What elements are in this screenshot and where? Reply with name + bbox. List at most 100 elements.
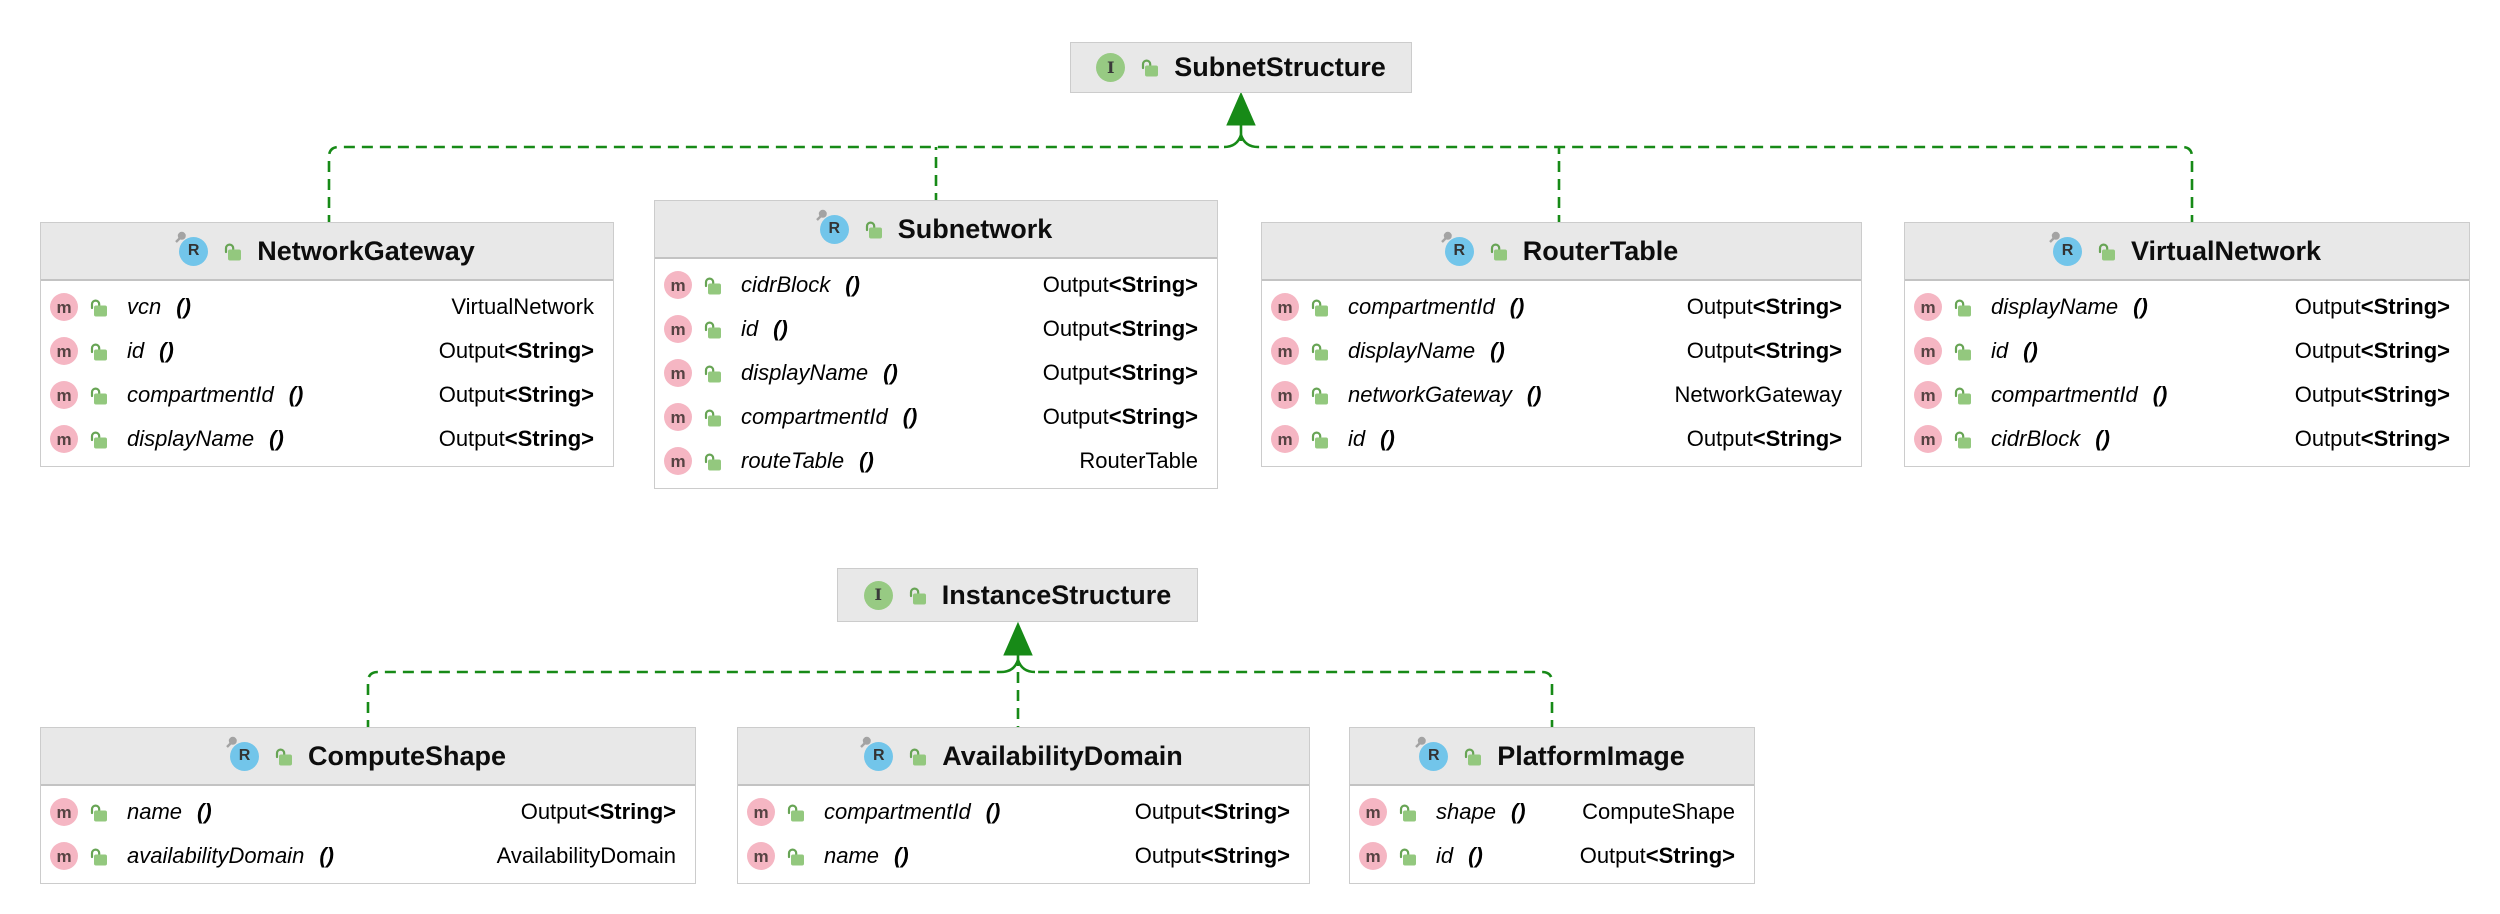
unlocked-icon (865, 221, 882, 238)
interface-instancestructure[interactable]: I InstanceStructure (837, 568, 1198, 622)
member-row[interactable]: m availabilityDomain () AvailabilityDoma… (41, 834, 695, 878)
class-header[interactable]: R NetworkGateway (41, 223, 613, 281)
method-icon: m (50, 337, 78, 365)
member-type: RouterTable (1079, 448, 1198, 473)
class-header[interactable]: R RouterTable (1262, 223, 1861, 281)
member-type: ComputeShape (1582, 799, 1735, 824)
member-name: name (824, 843, 880, 868)
member-type: NetworkGateway (1674, 382, 1842, 407)
member-row[interactable]: m compartmentId () Output<String> (1262, 285, 1861, 329)
member-row[interactable]: m displayName () Output<String> (1262, 329, 1861, 373)
member-name: id (1348, 426, 1366, 451)
unlocked-icon (1311, 343, 1328, 360)
member-params: () (894, 843, 909, 868)
pin-icon (815, 209, 827, 221)
unlocked-icon (1954, 387, 1971, 404)
member-row[interactable]: m cidrBlock () Output<String> (655, 263, 1217, 307)
class-header[interactable]: R AvailabilityDomain (738, 728, 1309, 786)
member-row[interactable]: m compartmentId () Output<String> (41, 373, 613, 417)
member-row[interactable]: m name () Output<String> (41, 790, 695, 834)
member-row[interactable]: m id () Output<String> (1262, 417, 1861, 461)
member-row[interactable]: m compartmentId () Output<String> (738, 790, 1309, 834)
unlocked-icon (787, 804, 804, 821)
member-row[interactable]: m id () Output<String> (1905, 329, 2469, 373)
class-title: NetworkGateway (257, 235, 475, 266)
interface-title: SubnetStructure (1174, 52, 1386, 82)
pin-icon (1415, 736, 1427, 748)
member-params: () (859, 448, 874, 473)
unlocked-icon (90, 848, 107, 865)
member-name: compartmentId (824, 799, 971, 824)
method-icon: m (664, 359, 692, 387)
member-name: shape (1436, 799, 1496, 824)
interface-title: InstanceStructure (941, 579, 1172, 610)
unlocked-icon (1954, 343, 1971, 360)
unlocked-icon (1954, 431, 1971, 448)
member-params: () (197, 799, 212, 824)
member-type: Output<String> (1579, 843, 1735, 868)
member-params: () (319, 843, 334, 868)
connector-virtualnetwork (1258, 145, 2194, 226)
member-params: () (1526, 382, 1542, 407)
member-row[interactable]: m name () Output<String> (738, 834, 1309, 878)
member-row[interactable]: m displayName () Output<String> (41, 417, 613, 461)
member-row[interactable]: m cidrBlock () Output<String> (1905, 417, 2469, 461)
method-icon: m (1271, 381, 1299, 409)
class-title: AvailabilityDomain (942, 740, 1183, 771)
member-row[interactable]: m id () Output<String> (655, 307, 1217, 351)
member-params: () (288, 382, 304, 407)
unlocked-icon (1954, 299, 1971, 316)
unlocked-icon (2098, 243, 2115, 260)
interface-subnetstructure[interactable]: I SubnetStructure (1070, 42, 1412, 93)
method-icon: m (664, 447, 692, 475)
member-row[interactable]: m compartmentId () Output<String> (1905, 373, 2469, 417)
class-subnetwork[interactable]: R Subnetwork m cidrBlock () Output<Strin… (654, 200, 1218, 489)
member-row[interactable]: m displayName () Output<String> (1905, 285, 2469, 329)
method-icon: m (1914, 293, 1942, 321)
member-name: name (127, 799, 183, 824)
method-icon: m (664, 271, 692, 299)
class-networkgateway[interactable]: R NetworkGateway m vcn () VirtualNetwork… (40, 222, 614, 467)
unlocked-icon (1311, 299, 1328, 316)
class-virtualnetwork[interactable]: R VirtualNetwork m displayName () Output… (1904, 222, 2470, 467)
member-type: Output<String> (520, 799, 676, 824)
unlocked-icon (704, 365, 721, 382)
unlocked-icon (704, 321, 721, 338)
class-header[interactable]: R Subnetwork (655, 201, 1217, 259)
member-name: id (741, 316, 759, 341)
member-name: displayName (1991, 294, 2119, 319)
member-row[interactable]: m shape () ComputeShape (1350, 790, 1754, 834)
method-icon: m (1359, 842, 1387, 870)
member-type: Output<String> (1042, 272, 1198, 297)
class-routertable[interactable]: R RouterTable m compartmentId () Output<… (1261, 222, 1862, 467)
class-platformimage[interactable]: R PlatformImage m shape () ComputeShape … (1349, 727, 1755, 884)
member-row[interactable]: m networkGateway () NetworkGateway (1262, 373, 1861, 417)
pin-icon (226, 736, 237, 748)
method-icon: m (1271, 425, 1299, 453)
member-type: Output<String> (1042, 404, 1198, 429)
member-params: () (883, 360, 898, 385)
unlocked-icon (787, 848, 804, 865)
member-row[interactable]: m id () Output<String> (41, 329, 613, 373)
member-row[interactable]: m routeTable () RouterTable (655, 439, 1217, 483)
class-header[interactable]: R VirtualNetwork (1905, 223, 2469, 281)
method-icon: m (747, 798, 775, 826)
method-icon: m (50, 381, 78, 409)
unlocked-icon (90, 387, 107, 404)
unlocked-icon (704, 277, 721, 294)
class-header[interactable]: R ComputeShape (41, 728, 695, 786)
unlocked-icon (704, 409, 721, 426)
member-row[interactable]: m displayName () Output<String> (655, 351, 1217, 395)
class-availabilitydomain[interactable]: R AvailabilityDomain m compartmentId () … (737, 727, 1310, 884)
class-computeshape[interactable]: R ComputeShape m name () Output<String> … (40, 727, 696, 884)
pin-icon (175, 231, 187, 243)
member-row[interactable]: m compartmentId () Output<String> (655, 395, 1217, 439)
member-name: cidrBlock (1991, 426, 2081, 451)
class-header[interactable]: R PlatformImage (1350, 728, 1754, 786)
member-name: compartmentId (741, 404, 888, 429)
member-row[interactable]: m vcn () VirtualNetwork (41, 285, 613, 329)
member-type: Output<String> (2294, 338, 2450, 363)
member-type: Output<String> (2294, 294, 2450, 319)
member-row[interactable]: m id () Output<String> (1350, 834, 1754, 878)
unlocked-icon (1399, 848, 1416, 865)
